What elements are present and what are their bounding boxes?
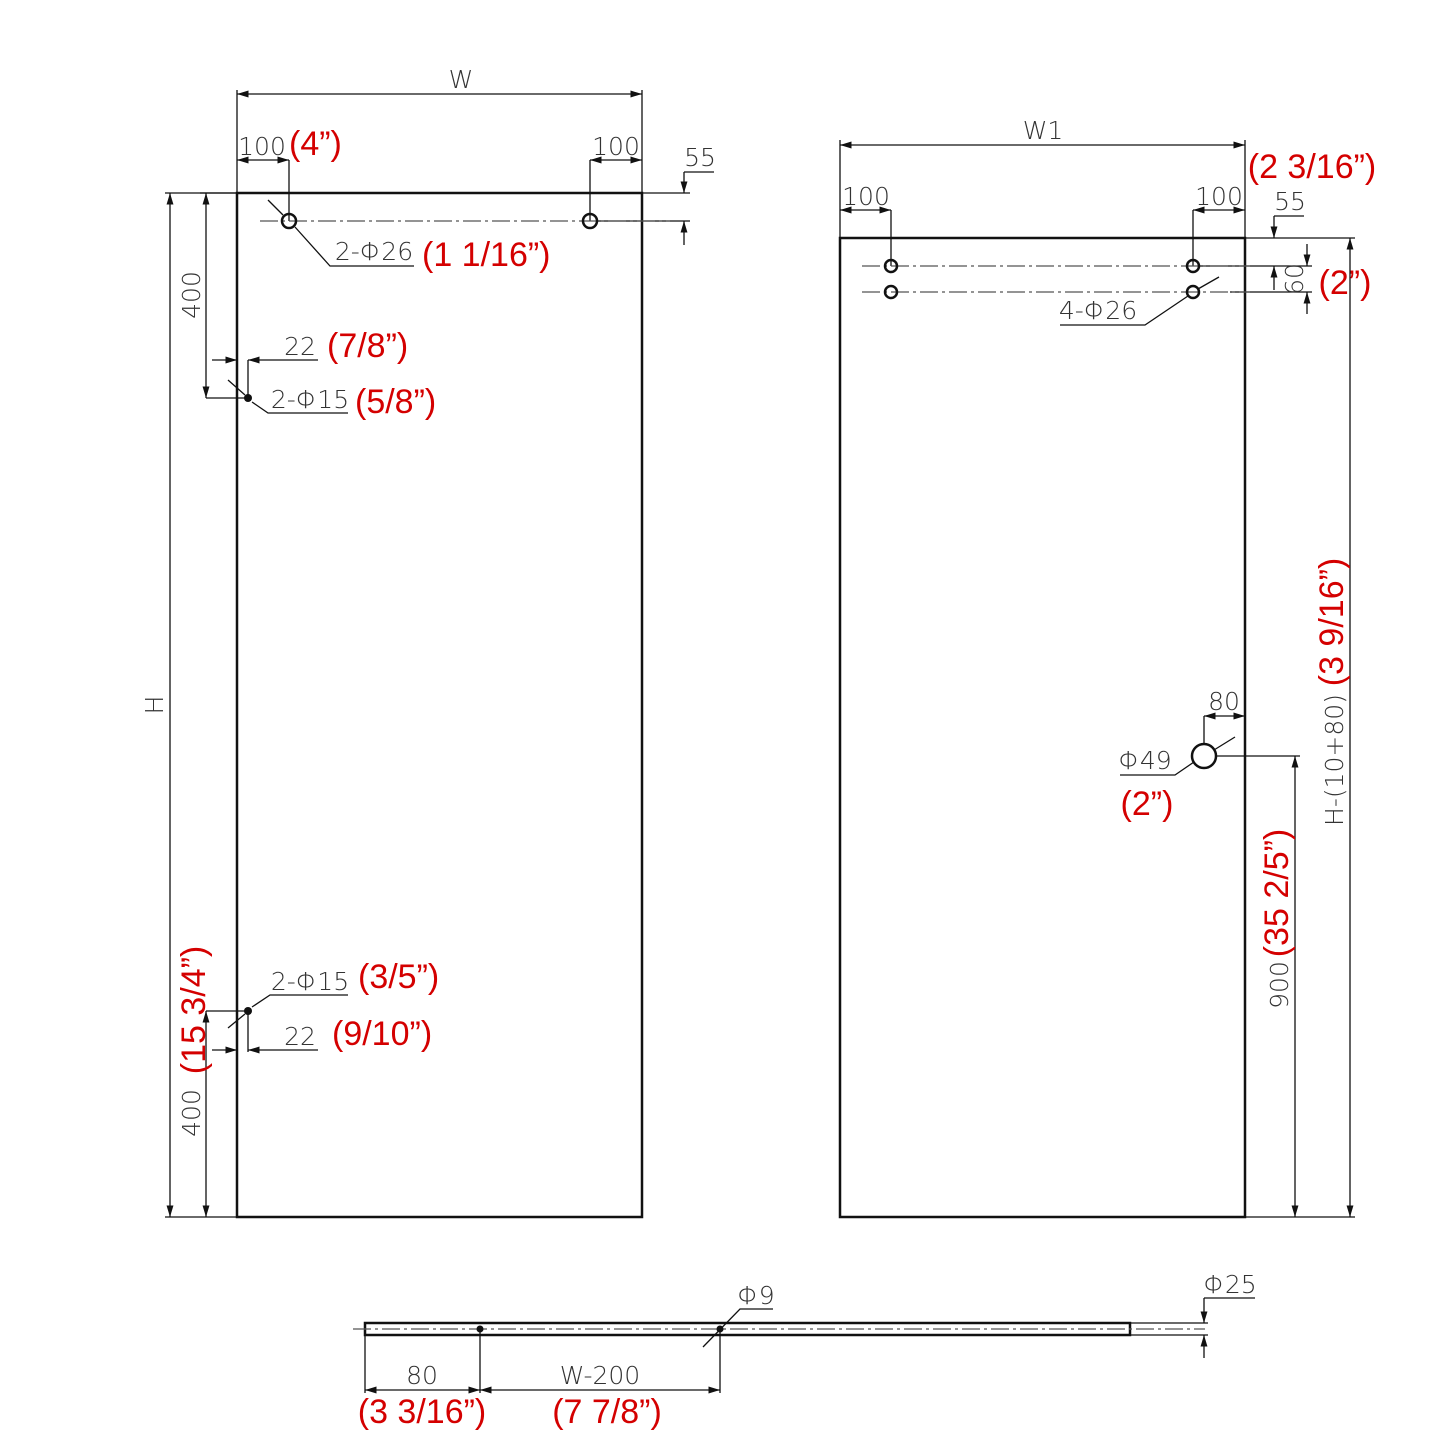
height-label: H-(10+80) [1320,694,1349,826]
lower-small-holes-inch: (3/5”) [358,958,439,996]
handle-height-inch: (35 2/5”) [1258,829,1296,958]
hole-icon [280,212,298,230]
rod-span-inch: (7 7/8”) [552,1393,662,1431]
width-label: W [449,65,474,94]
top-offset-label: 55 [1274,187,1306,216]
offset-left-inch: (4”) [289,125,342,163]
lower-distance-inch: (15 3/4”) [175,946,213,1075]
lower-edge-inch: (9/10”) [332,1015,432,1053]
handle-height-label: 900 [1265,961,1294,1009]
rod-diameter-label: Φ25 [1203,1270,1256,1299]
lower-small-holes-label: 2-Φ15 [271,967,349,996]
top-holes-inch: (1 1/16”) [422,236,551,274]
upper-edge-label: 22 [284,332,316,361]
small-hole-icon [244,394,252,402]
upper-distance-label: 400 [177,271,206,319]
height-label: H [140,696,169,715]
upper-small-holes-label: 2-Φ15 [271,385,349,414]
right-panel: W1 (2 3/16”) 100 100 55 60 (2”) 4-Φ26 H-… [838,116,1377,1219]
hole-icon [1185,284,1201,300]
width1-label: W1 [1023,116,1064,145]
offset-left-label: 100 [842,182,890,211]
offset-right-label: 100 [1195,182,1243,211]
hole-icon [581,212,599,230]
offset-left-label: 100 [238,132,286,161]
top-offset-inch: (2 3/16”) [1248,148,1377,186]
height-inch: (3 9/16”) [1313,558,1351,687]
support-rod: Φ25 Φ9 80 (3 3/16”) W-200 (7 7/8”) [353,1270,1257,1431]
top-offset-label: 55 [684,143,716,172]
upper-small-holes-inch: (5/8”) [355,383,436,421]
lower-edge-label: 22 [284,1022,316,1051]
upper-edge-inch: (7/8”) [327,327,408,365]
left-panel: W 100 (4”) 100 55 2-Φ26 (1 1/16”) 400 22… [140,65,716,1219]
rod-hole-label: Φ9 [737,1281,774,1310]
rod-span-label: W-200 [560,1361,640,1390]
right-glass-outline [838,236,1247,1219]
holes-label: 4-Φ26 [1059,296,1137,325]
hole-spacing-label: 60 [1280,263,1309,295]
top-holes-label: 2-Φ26 [335,237,413,266]
hole-icon [883,258,899,274]
offset-right-label: 100 [592,132,640,161]
lower-distance-label: 400 [177,1089,206,1137]
handle-hole-label: Φ49 [1118,746,1171,775]
hole-icon [1185,258,1201,274]
left-glass-outline [235,191,644,1219]
rod-start-inch: (3 3/16”) [358,1393,487,1431]
handle-hole-icon [1190,742,1218,770]
handle-edge-label: 80 [1208,687,1240,716]
handle-hole-inch: (2”) [1121,785,1174,823]
hole-spacing-inch: (2”) [1319,264,1372,302]
hole-icon [883,284,899,300]
rod-start-label: 80 [406,1361,438,1390]
